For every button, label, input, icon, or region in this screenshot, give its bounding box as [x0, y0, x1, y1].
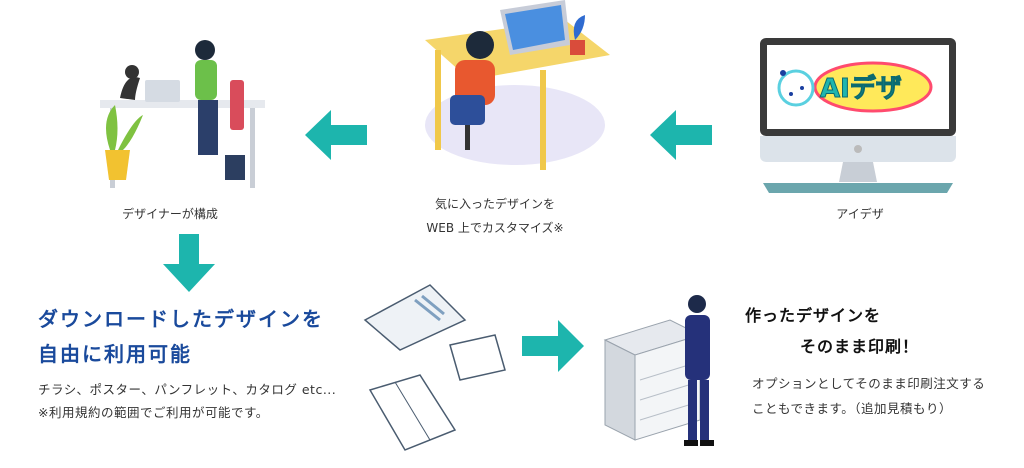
printed-materials-illustration	[360, 280, 520, 460]
designer-illustration	[90, 30, 270, 195]
arrow-down-icon	[163, 234, 215, 292]
print-body-line1: オプションとしてそのまま印刷注文する	[752, 376, 986, 391]
print-heading-line1: 作ったデザインを	[745, 306, 882, 325]
aidesa-logo: AIデザ	[820, 74, 903, 105]
print-body-line2: こともできます。（追加見積もり）	[752, 401, 953, 416]
download-heading-line2: 自由に利用可能	[38, 342, 192, 366]
aidesa-label: アイデザ	[836, 207, 884, 221]
customize-label-line2: WEB 上でカスタマイズ※	[426, 221, 564, 235]
download-heading-line1: ダウンロードしたデザインを	[38, 307, 324, 331]
print-heading-line2: そのまま印刷！	[800, 337, 920, 356]
monitor-illustration: AIデザ	[758, 38, 958, 193]
download-body-line2: ※利用規約の範囲でご利用が可能です。	[38, 405, 269, 420]
arrow-left-icon	[305, 110, 367, 160]
printer-worker-illustration	[600, 290, 750, 460]
download-body-line1: チラシ、ポスター、パンフレット、カタログ etc...	[38, 382, 337, 397]
arrow-left-icon	[650, 110, 712, 160]
arrow-right-icon	[522, 320, 584, 372]
designer-label: デザイナーが構成	[122, 207, 218, 221]
customize-label-line1: 気に入ったデザインを	[434, 197, 555, 211]
web-customize-illustration	[415, 0, 615, 180]
